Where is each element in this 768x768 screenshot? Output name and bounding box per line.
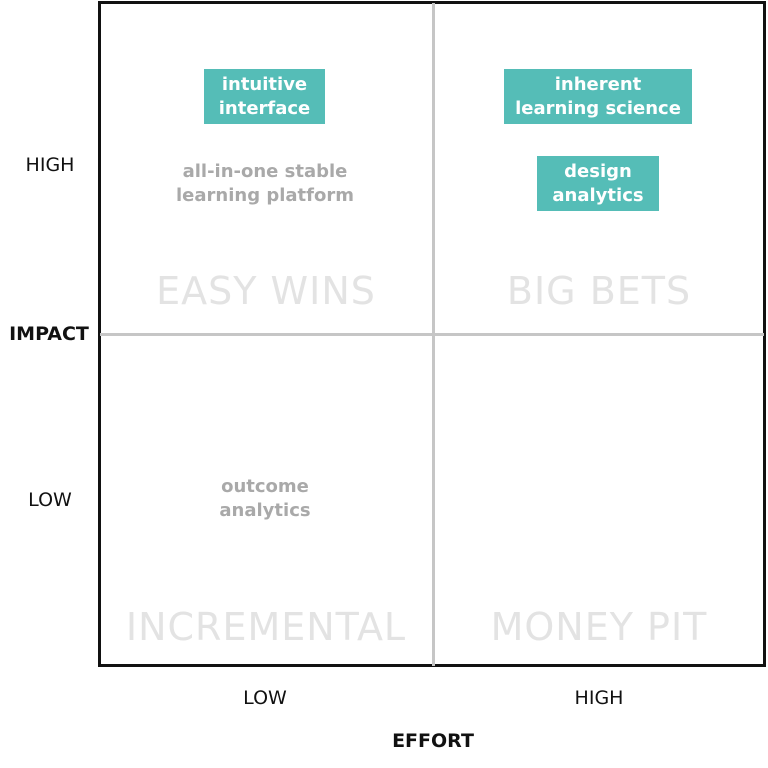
y-axis-high-label: HIGH xyxy=(25,154,75,176)
item-design-analytics: design analytics xyxy=(537,156,659,211)
x-axis-low-label: LOW xyxy=(243,687,287,709)
horizontal-divider xyxy=(100,333,764,336)
y-axis-low-label: LOW xyxy=(28,489,72,511)
quadrant-label-big-bets: BIG BETS xyxy=(506,269,692,313)
y-axis-title: IMPACT xyxy=(9,323,89,345)
x-axis-title: EFFORT xyxy=(392,730,474,752)
quadrant-label-incremental: INCREMENTAL xyxy=(125,605,407,649)
quadrant-label-money-pit: MONEY PIT xyxy=(490,605,708,649)
item-intuitive-interface: intuitive interface xyxy=(204,69,325,124)
item-all-in-one-platform: all-in-one stable learning platform xyxy=(176,161,354,206)
item-outcome-analytics: outcome analytics xyxy=(219,476,311,521)
quadrant-label-easy-wins: EASY WINS xyxy=(156,269,376,313)
item-inherent-learning-science: inherent learning science xyxy=(504,69,692,124)
x-axis-high-label: HIGH xyxy=(574,687,624,709)
